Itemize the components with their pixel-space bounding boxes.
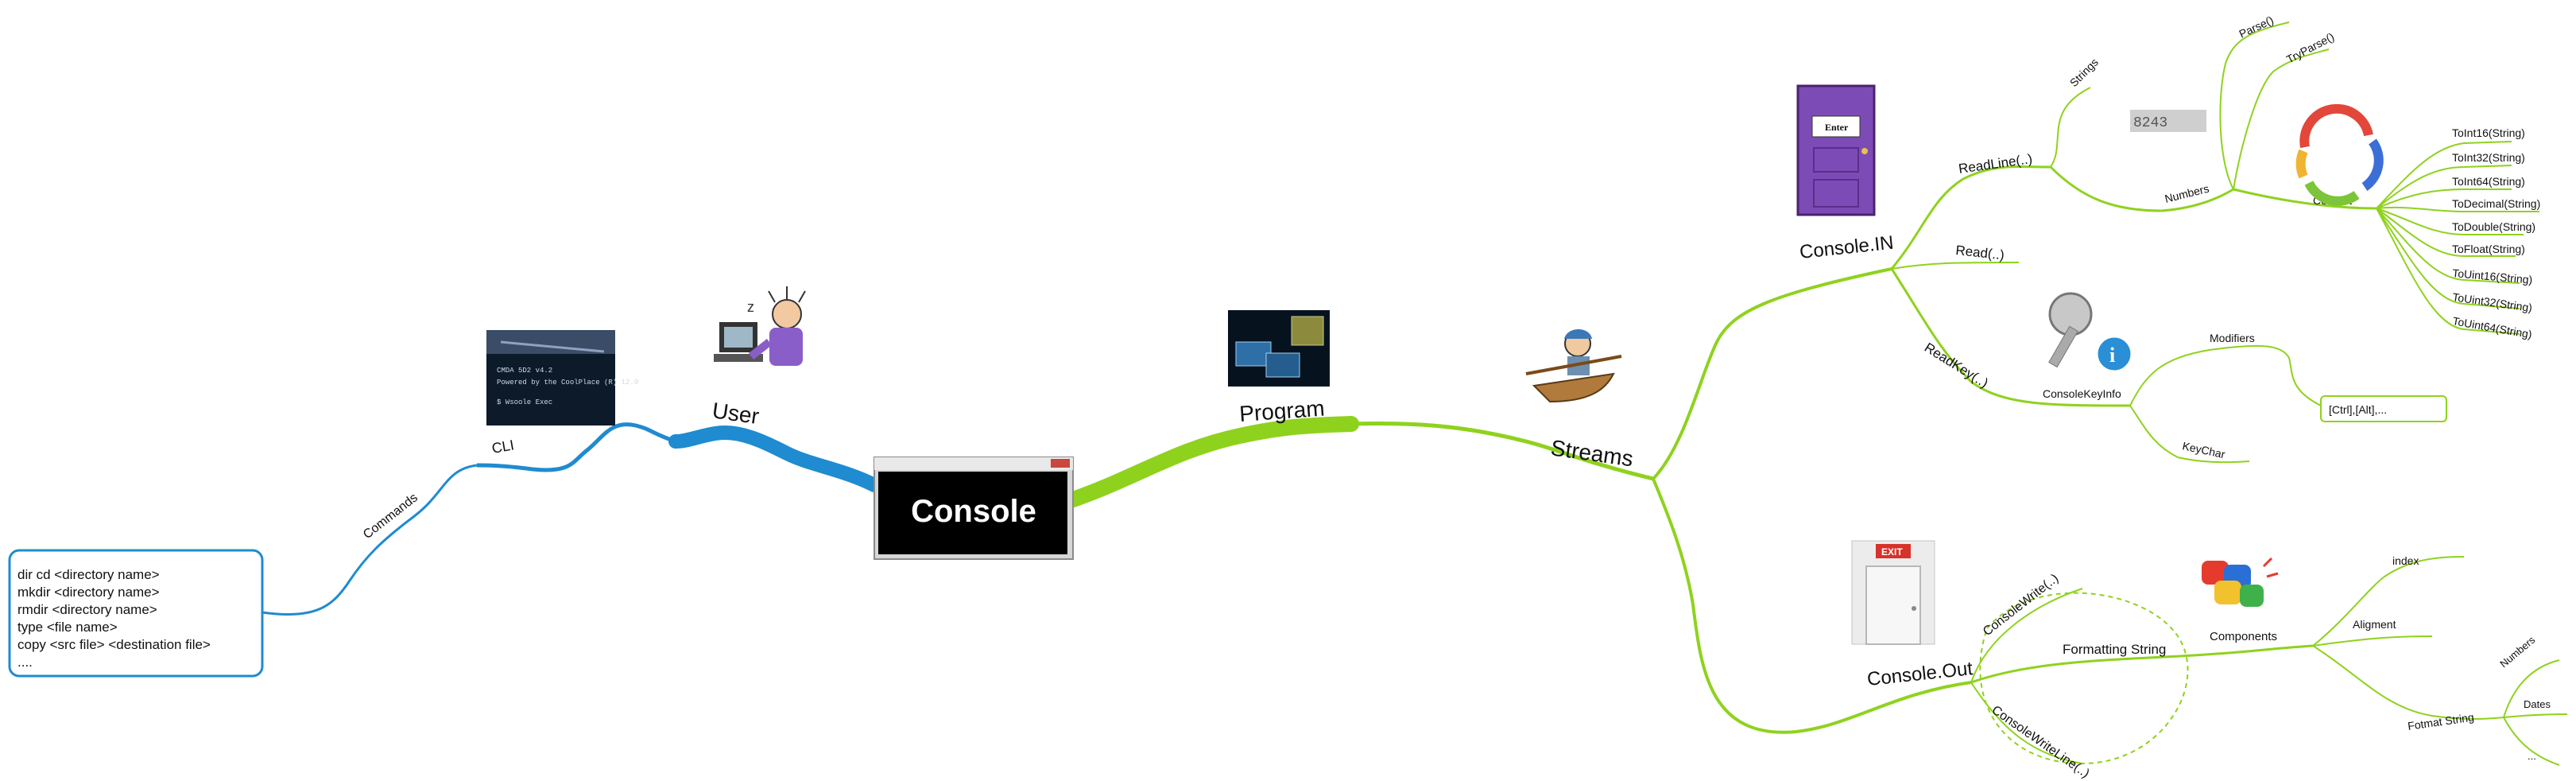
right-branch — [1065, 21, 2568, 766]
strings-label: Strings — [2067, 56, 2101, 89]
streams-label: Streams — [1549, 435, 1635, 471]
components-label: Components — [2210, 630, 2277, 643]
keychar-label: KeyChar — [2181, 439, 2226, 460]
tryparse-label: TryParse() — [2284, 30, 2336, 66]
parse-label: Parse() — [2237, 14, 2276, 41]
out-numbers-label: Numbers — [2497, 634, 2537, 670]
key-info-icon: i — [2048, 292, 2133, 373]
formatting-string-label: Formatting String — [2063, 642, 2166, 657]
convert-method: ToUint16(String) — [2452, 266, 2533, 286]
convert-method: ToDouble(String) — [2452, 220, 2535, 233]
enter-door-icon: Enter — [1796, 84, 1876, 216]
svg-text:8243: 8243 — [2133, 115, 2167, 131]
command-item: mkdir <directory name> — [17, 585, 160, 600]
dates-label: Dates — [2524, 698, 2551, 710]
branch-streams-in — [1652, 267, 1892, 480]
branch-program-streams — [1350, 421, 1654, 481]
branch-user-cli — [476, 422, 676, 472]
branch-cli-commands — [261, 464, 478, 616]
consolekeyinfo-label: ConsoleKeyInfo — [2043, 387, 2121, 400]
svg-text:z: z — [747, 299, 754, 315]
branch-center-program — [1065, 416, 1359, 507]
read-label: Read(..) — [1955, 243, 2005, 262]
user-at-computer-icon: z — [714, 286, 806, 366]
console-window: Console — [874, 457, 1074, 560]
svg-text:i: i — [2109, 344, 2115, 367]
convert-method: ToInt32(String) — [2452, 151, 2525, 164]
program-label: Program — [1238, 396, 1325, 426]
readline-label: ReadLine(..) — [1958, 151, 2033, 177]
convert-method-labels: ToInt16(String) ToInt32(String) ToInt64(… — [2451, 126, 2540, 341]
numbers-image: 8243 — [2130, 110, 2206, 132]
branch-streams-out — [1652, 478, 1972, 734]
convert-fan — [2376, 141, 2539, 335]
convert-method: ToFloat(String) — [2452, 243, 2525, 255]
console-in-label: Console.IN — [1799, 232, 1895, 263]
convert-method: ToUint32(String) — [2452, 290, 2533, 314]
cli-screenshot: CMDA 5D2 v4.2 Powered by the CoolPlace (… — [486, 330, 638, 425]
enter-sign: Enter — [1825, 122, 1849, 133]
rowing-boat-icon — [1525, 329, 1622, 403]
console-center-label: Console — [911, 494, 1036, 529]
alignment-label: Aligment — [2353, 618, 2396, 631]
cli-screen-line: CMDA 5D2 v4.2 — [497, 367, 552, 375]
write-boundary — [1979, 592, 2189, 765]
writeline-label: ConsoleWriteLine(..) — [1989, 703, 2092, 780]
index-label: index — [2392, 554, 2419, 567]
modifiers-box: [Ctrl],[Alt],... — [2320, 395, 2447, 422]
convert-arrows-icon — [2295, 103, 2384, 206]
commands-box: dir cd <directory name> mkdir <directory… — [8, 549, 264, 678]
exit-sign: EXIT — [1881, 546, 1903, 558]
cli-label: CLI — [490, 437, 515, 457]
command-item: rmdir <directory name> — [17, 602, 157, 617]
exit-door-icon: EXIT — [1851, 540, 1935, 645]
command-item: type <file name> — [17, 620, 118, 635]
left-branch — [261, 422, 881, 616]
command-item: copy <src file> <destination file> — [17, 637, 211, 652]
convert-method: ToUint64(String) — [2451, 314, 2532, 340]
branch-center-user — [668, 425, 881, 492]
numbers-label: Numbers — [2163, 182, 2210, 205]
convert-method: ToDecimal(String) — [2452, 197, 2540, 210]
modifiers-label: Modifiers — [2210, 332, 2255, 344]
command-item: dir cd <directory name> — [17, 567, 160, 582]
convert-method: ToInt16(String) — [2452, 126, 2525, 139]
command-item: .... — [17, 655, 33, 670]
format-string-label: Fotmat String — [2407, 710, 2474, 732]
user-label: User — [711, 398, 761, 429]
convert-method: ToInt64(String) — [2452, 175, 2525, 188]
write-label: ConsoleWrite(..) — [1981, 572, 2061, 639]
program-screenshot — [1228, 310, 1330, 387]
puzzle-components-icon — [2202, 557, 2279, 607]
readkey-label: ReadKey(..) — [1922, 340, 1991, 390]
modifiers-box-label: [Ctrl],[Alt],... — [2329, 403, 2387, 416]
cli-screen-line: $ Wsoole Exec — [497, 398, 552, 406]
cli-screen-line: Powered by the CoolPlace (R) 12.0 — [497, 379, 638, 387]
more-label: ... — [2528, 750, 2536, 762]
